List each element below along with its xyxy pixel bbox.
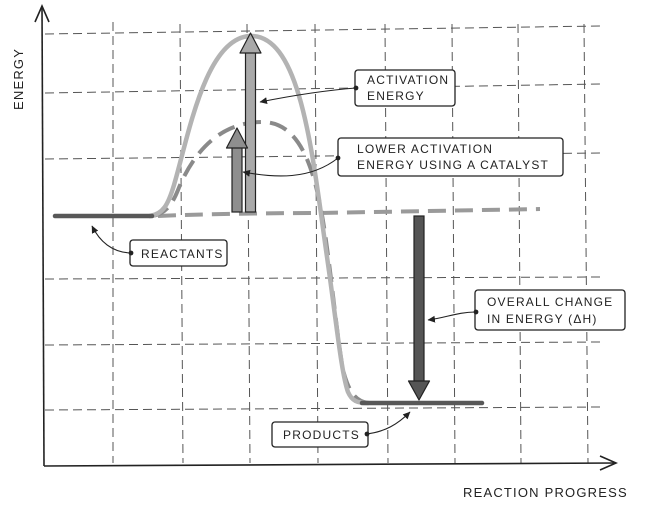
callout-lower-activation-energy: LOWER ACTIVATION ENERGY USING A CATALYST <box>335 137 564 177</box>
y-axis-label: ENERGY <box>11 48 26 110</box>
callout-pointers <box>91 87 476 435</box>
overall-change-pointer <box>427 311 476 323</box>
catalysed-curve <box>151 119 369 405</box>
energy-change-arrow <box>407 215 431 401</box>
activation-energy-pointer <box>259 87 357 105</box>
x-axis-label: REACTION PROGRESS <box>463 485 628 500</box>
lower-activation-energy-arrow <box>225 127 249 213</box>
grid-line-vertical <box>179 23 184 464</box>
lower-activation-label-line1: LOWER ACTIVATION <box>357 142 493 156</box>
reactants-label: REACTANTS <box>141 247 224 261</box>
grid-line-vertical <box>517 23 522 464</box>
reactants-pointer <box>91 225 131 254</box>
grid-line-horizontal <box>44 341 601 346</box>
y-axis-arrowhead <box>34 4 50 23</box>
lower-activation-pointer <box>242 157 339 177</box>
catalysed-pathway <box>151 119 541 405</box>
catalysed-reactant-level <box>157 207 541 218</box>
x-axis-arrowhead <box>599 455 618 471</box>
uncatalysed-curve <box>147 33 371 406</box>
y-axis <box>41 5 45 467</box>
products-label: PRODUCTS <box>283 428 360 442</box>
callout-activation-energy: ACTIVATION ENERGY <box>353 69 456 107</box>
grid-line-horizontal <box>44 406 601 411</box>
grid <box>44 22 601 464</box>
callout-reactants: REACTANTS <box>128 239 228 267</box>
axes: ENERGY REACTION PROGRESS <box>11 4 628 500</box>
callout-products: PRODUCTS <box>271 421 370 448</box>
grid-line-horizontal <box>44 83 601 94</box>
x-axis <box>43 462 617 467</box>
activation-energy-arrow <box>239 32 262 213</box>
overall-change-label-line2: IN ENERGY (ΔH) <box>487 312 598 326</box>
grid-line-horizontal <box>44 25 601 35</box>
products-pointer <box>365 411 411 435</box>
callout-overall-change: OVERALL CHANGE IN ENERGY (ΔH) <box>473 289 626 331</box>
activation-energy-label-line1: ACTIVATION <box>367 73 449 87</box>
lower-activation-label-line2: ENERGY USING A CATALYST <box>357 158 549 172</box>
activation-energy-label-line2: ENERGY <box>367 89 425 103</box>
grid-line-vertical <box>314 23 319 464</box>
overall-change-label-line1: OVERALL CHANGE <box>487 295 613 309</box>
grid-line-horizontal <box>44 276 601 280</box>
grid-line-vertical <box>583 23 589 464</box>
